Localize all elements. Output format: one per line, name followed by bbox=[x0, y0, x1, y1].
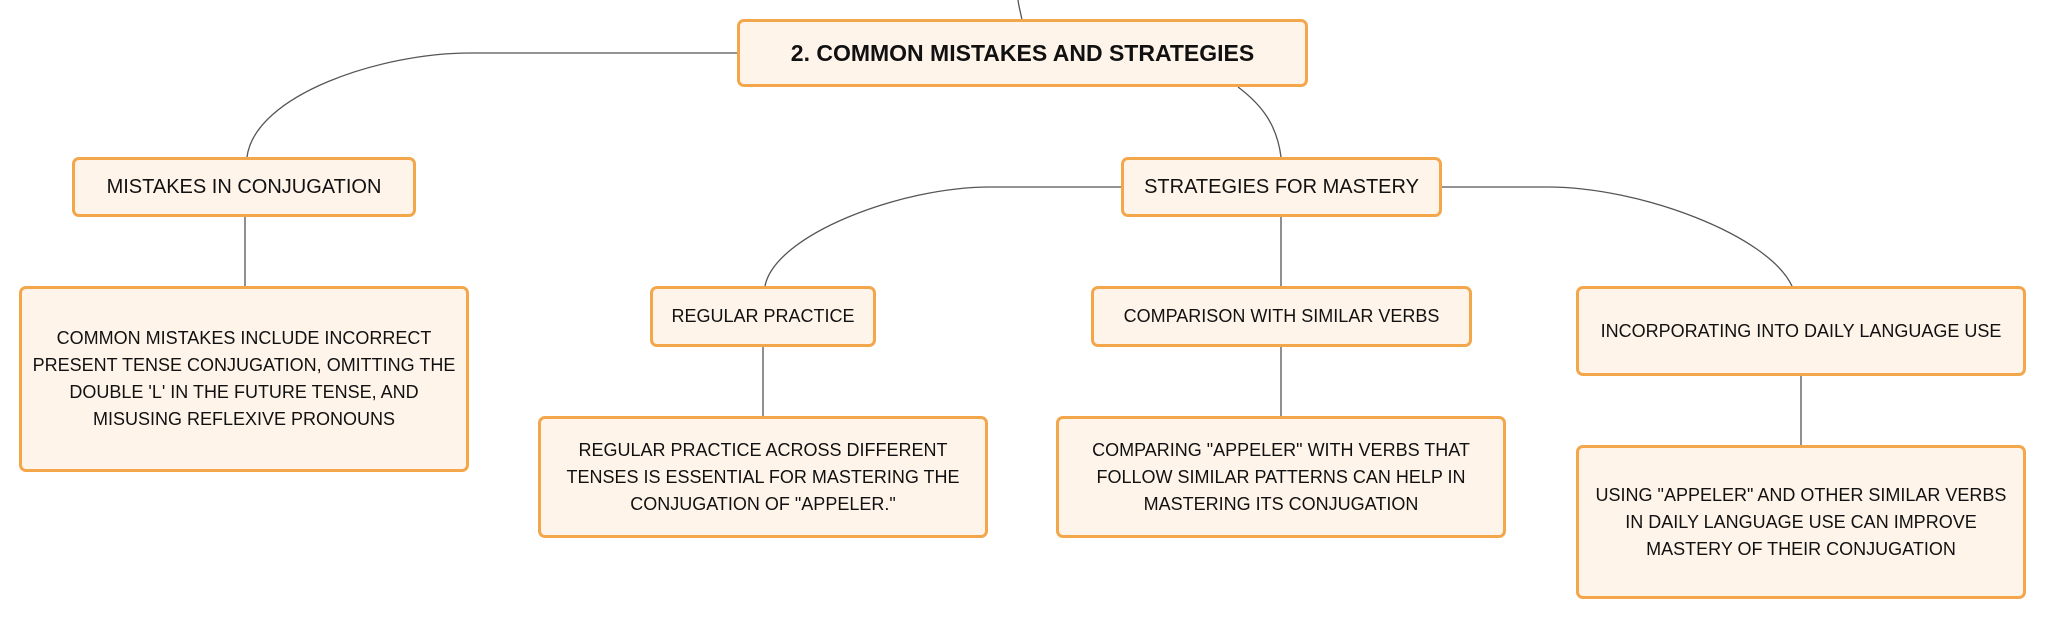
comparison-detail-text: COMPARING "APPELER" WITH VERBS THAT FOLL… bbox=[1092, 439, 1470, 514]
daily-use-detail-text: USING "APPELER" AND OTHER SIMILAR VERBS … bbox=[1595, 484, 2007, 559]
comparison-with-similar-verbs-label: COMPARISON WITH SIMILAR VERBS bbox=[1123, 306, 1440, 326]
connector-parent-to-root bbox=[1017, 0, 1023, 21]
strategies-for-mastery-node[interactable]: STRATEGIES FOR MASTERY bbox=[1121, 157, 1442, 217]
connector-root-to-mistakes bbox=[246, 52, 737, 158]
mistakes-in-conjugation-node[interactable]: MISTAKES IN CONJUGATION bbox=[72, 157, 416, 217]
incorporating-daily-use-node[interactable]: INCORPORATING INTO DAILY LANGUAGE USE bbox=[1576, 286, 2026, 376]
regular-practice-detail-text: REGULAR PRACTICE ACROSS DIFFERENT TENSES… bbox=[566, 439, 960, 514]
connector-root-to-strategies bbox=[1237, 86, 1282, 158]
daily-use-detail-node[interactable]: USING "APPELER" AND OTHER SIMILAR VERBS … bbox=[1576, 445, 2026, 599]
strategies-for-mastery-label: STRATEGIES FOR MASTERY bbox=[1144, 175, 1419, 198]
root-node[interactable]: 2. COMMON MISTAKES AND STRATEGIES bbox=[737, 19, 1308, 87]
comparison-with-similar-verbs-node[interactable]: COMPARISON WITH SIMILAR VERBS bbox=[1091, 286, 1472, 347]
mistakes-detail-text: COMMON MISTAKES INCLUDE INCORRECT PRESEN… bbox=[32, 328, 456, 429]
comparison-detail-node[interactable]: COMPARING "APPELER" WITH VERBS THAT FOLL… bbox=[1056, 416, 1506, 538]
incorporating-daily-use-label: INCORPORATING INTO DAILY LANGUAGE USE bbox=[1600, 320, 2002, 341]
regular-practice-detail-node[interactable]: REGULAR PRACTICE ACROSS DIFFERENT TENSES… bbox=[538, 416, 988, 538]
connector-strategies-to-regular-practice bbox=[764, 186, 1121, 287]
regular-practice-node[interactable]: REGULAR PRACTICE bbox=[650, 286, 876, 347]
regular-practice-label: REGULAR PRACTICE bbox=[671, 306, 855, 326]
root-node-label: 2. COMMON MISTAKES AND STRATEGIES bbox=[790, 39, 1255, 66]
mistakes-in-conjugation-label: MISTAKES IN CONJUGATION bbox=[106, 175, 382, 198]
mistakes-detail-node[interactable]: COMMON MISTAKES INCLUDE INCORRECT PRESEN… bbox=[19, 286, 469, 472]
connector-strategies-to-daily-use bbox=[1442, 186, 1793, 287]
